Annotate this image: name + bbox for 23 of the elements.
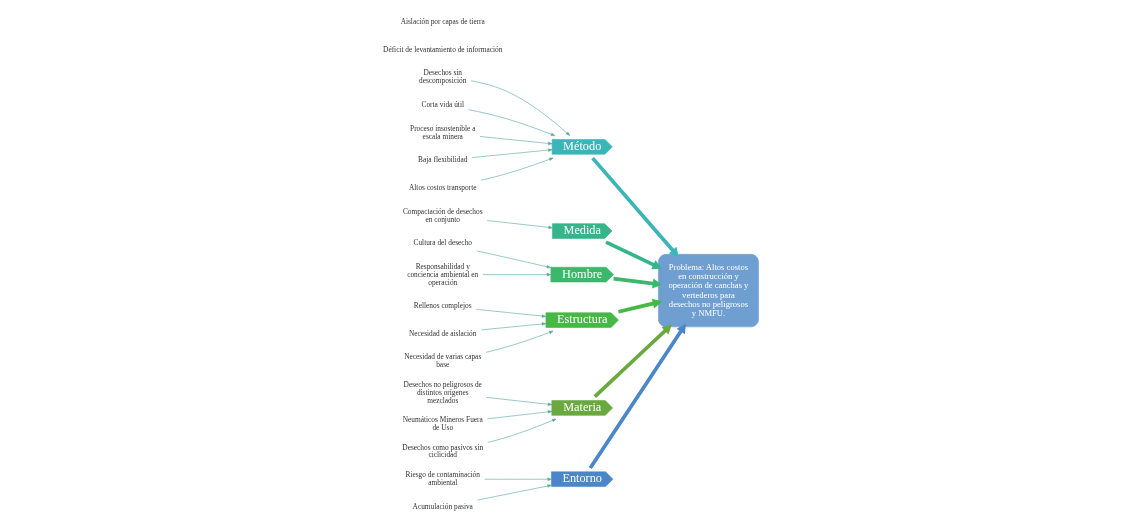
arrow	[593, 324, 672, 399]
arrow	[613, 276, 663, 289]
arrow	[476, 309, 547, 318]
arrow	[605, 240, 662, 270]
arrow	[486, 397, 553, 406]
arrow	[470, 80, 571, 136]
arrow	[468, 109, 556, 137]
arrow	[476, 250, 552, 269]
arrow	[486, 220, 553, 229]
arrow	[588, 323, 686, 469]
arrow	[485, 330, 554, 353]
arrow	[484, 477, 552, 481]
arrow	[487, 418, 557, 443]
arrow	[471, 148, 553, 158]
arrow	[477, 484, 552, 501]
arrow	[591, 156, 679, 258]
arrow	[479, 136, 553, 146]
arrow	[481, 322, 547, 331]
arrow	[482, 273, 551, 277]
node-box: Problema: Altos costos en construcción y operación de canchas y vertederos para desechos no peligrosos y NMFU.	[658, 254, 759, 328]
arrow	[480, 157, 554, 181]
arrow	[486, 410, 553, 420]
arrow	[618, 298, 663, 314]
